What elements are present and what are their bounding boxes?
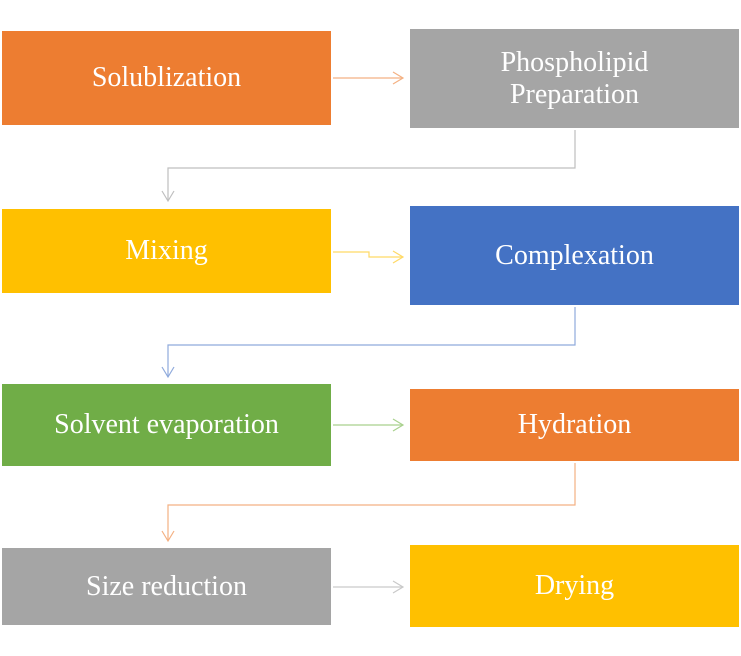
connector-line-mixing-to-complexation (333, 251, 403, 258)
arrowhead-icon (161, 190, 175, 203)
step-solublization: Solublization (2, 31, 331, 125)
step-hydration: Hydration (410, 389, 739, 461)
connector-line-hydration-to-size-reduction (167, 463, 576, 541)
step-phospholipid-preparation: Phospholipid Preparation (410, 29, 739, 128)
step-drying: Drying (410, 545, 739, 627)
arrowhead-icon (161, 366, 175, 379)
arrowhead-icon (392, 71, 405, 85)
step-label: Hydration (517, 409, 632, 440)
step-label: Solublization (91, 62, 242, 93)
step-label: Complexation (495, 239, 654, 271)
step-label: Phospholipid Preparation (500, 46, 649, 110)
connector-line-phospholipid-preparation-to-mixing (167, 130, 576, 201)
step-mixing: Mixing (2, 209, 331, 293)
arrowhead-icon (392, 580, 405, 594)
connector-line-complexation-to-solvent-evaporation (167, 307, 576, 377)
arrowhead-icon (392, 250, 405, 264)
step-label: Mixing (125, 235, 208, 266)
step-label: Solvent evaporation (54, 409, 279, 440)
arrowhead-icon (161, 530, 175, 543)
step-label: Drying (534, 570, 615, 601)
step-size-reduction: Size reduction (2, 548, 331, 625)
step-label: Size reduction (86, 570, 247, 602)
arrowhead-icon (392, 418, 405, 432)
step-solvent-evaporation: Solvent evaporation (2, 384, 331, 466)
step-complexation: Complexation (410, 206, 739, 305)
